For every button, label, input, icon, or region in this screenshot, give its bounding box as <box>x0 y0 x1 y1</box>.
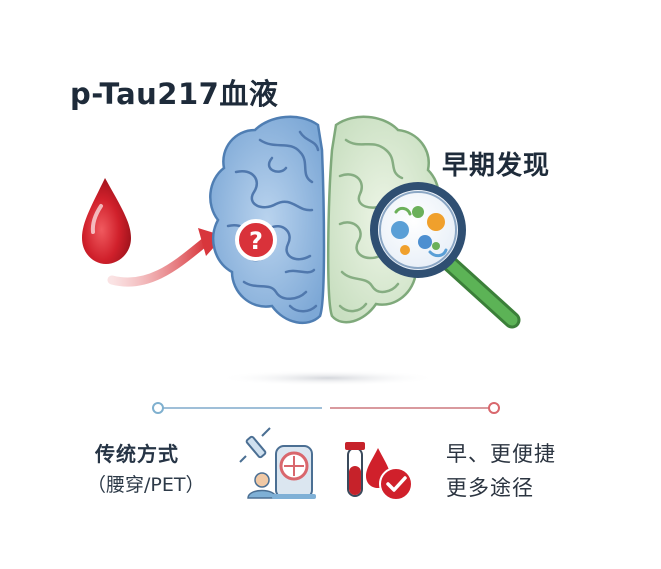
question-mark-icon: ? <box>235 219 277 261</box>
svg-text:?: ? <box>249 227 263 255</box>
timeline <box>152 402 500 414</box>
advantage-line-2: 更多途径 <box>446 476 534 500</box>
magnifying-glass-icon <box>370 182 521 329</box>
blood-drop-icon <box>82 178 131 264</box>
advantage-line-1: 早、更便捷 <box>446 442 556 466</box>
brain-shadow <box>218 370 438 386</box>
syringe-icon <box>239 427 277 499</box>
pet-scanner-icon <box>272 445 316 499</box>
headline-title: p-Tau217血液 <box>70 77 279 111</box>
drop-check-icon <box>366 448 413 501</box>
early-detection-label: 早期发现 <box>442 151 551 181</box>
blood-tube-icon <box>345 442 365 497</box>
traditional-method-title: 传统方式 <box>95 442 179 466</box>
traditional-method-subtitle: （腰穿/PET） <box>87 474 205 496</box>
brain-left-hemisphere <box>209 115 326 325</box>
